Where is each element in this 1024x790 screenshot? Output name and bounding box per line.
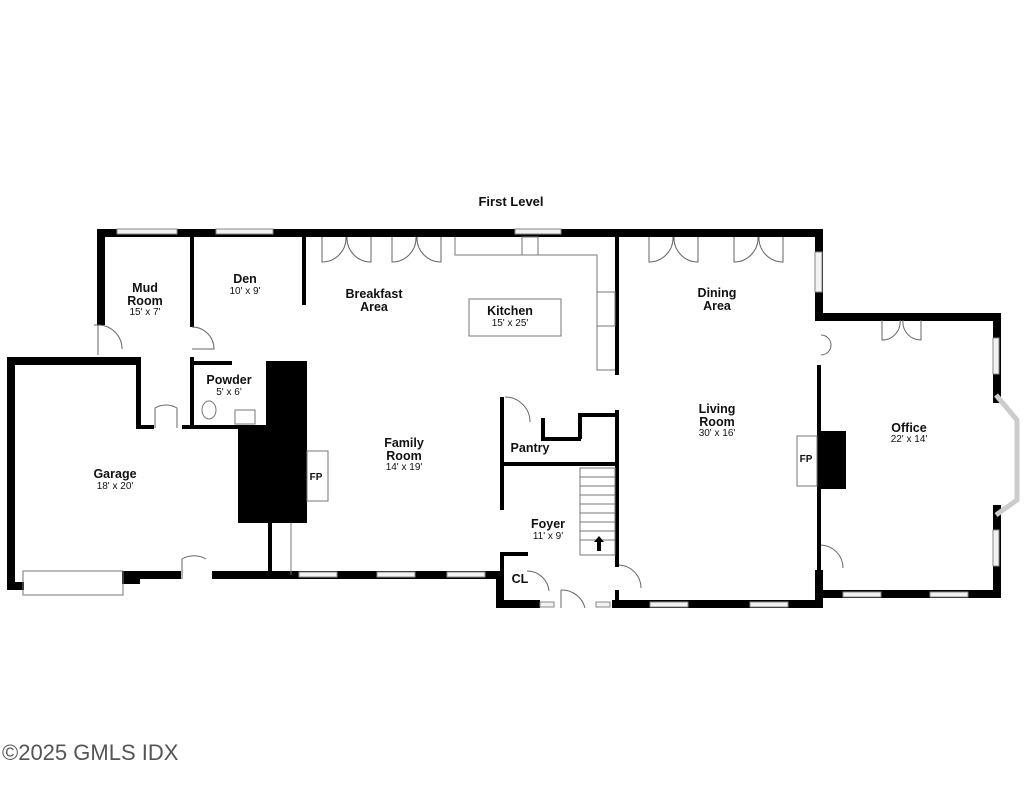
sink-icon <box>234 409 256 425</box>
family-room-dims: 14' x 19' <box>386 462 423 473</box>
walls <box>7 229 1001 608</box>
kitchen-label: Kitchen <box>487 304 533 318</box>
closet-label: CL <box>512 572 529 586</box>
living-room-label: Living <box>699 402 736 416</box>
garage-dims: 18' x 20' <box>97 481 134 492</box>
garage-label: Garage <box>93 467 136 481</box>
den-label: Den <box>233 272 257 286</box>
living-room-dims: 30' x 16' <box>699 428 736 439</box>
watermark: ©2025 GMLS IDX <box>2 740 179 765</box>
living-room-label-2: Room <box>699 415 734 429</box>
windows-doors <box>22 228 1020 609</box>
family-room-label: Family <box>384 436 424 450</box>
powder-dims: 5' x 6' <box>216 387 242 398</box>
breakfast-label-2: Area <box>360 300 389 314</box>
mud-room-dims: 15' x 7' <box>129 307 160 318</box>
powder-label: Powder <box>206 373 251 387</box>
family-fireplace-label: FP <box>310 472 323 483</box>
pantry-label: Pantry <box>511 441 550 455</box>
up-arrow-icon <box>594 536 604 551</box>
room-labels: Mud Room 15' x 7' Den 10' x 9' Breakfast… <box>93 272 927 586</box>
living-fireplace-label: FP <box>800 454 813 465</box>
den-dims: 10' x 9' <box>229 286 260 297</box>
plan-title: First Level <box>478 194 543 209</box>
family-room-label-2: Room <box>386 449 421 463</box>
office-label: Office <box>891 421 926 435</box>
dining-label: Dining <box>698 286 737 300</box>
foyer-label: Foyer <box>531 517 565 531</box>
dining-label-2: Area <box>703 299 732 313</box>
kitchen-dims: 15' x 25' <box>492 318 529 329</box>
mud-room-label: Mud <box>132 281 158 295</box>
breakfast-label: Breakfast <box>346 287 404 301</box>
mud-room-label-2: Room <box>127 294 162 308</box>
toilet-icon <box>201 400 217 420</box>
foyer-dims: 11' x 9' <box>533 531 563 542</box>
staircase <box>579 467 616 556</box>
office-dims: 22' x 14' <box>891 434 928 445</box>
